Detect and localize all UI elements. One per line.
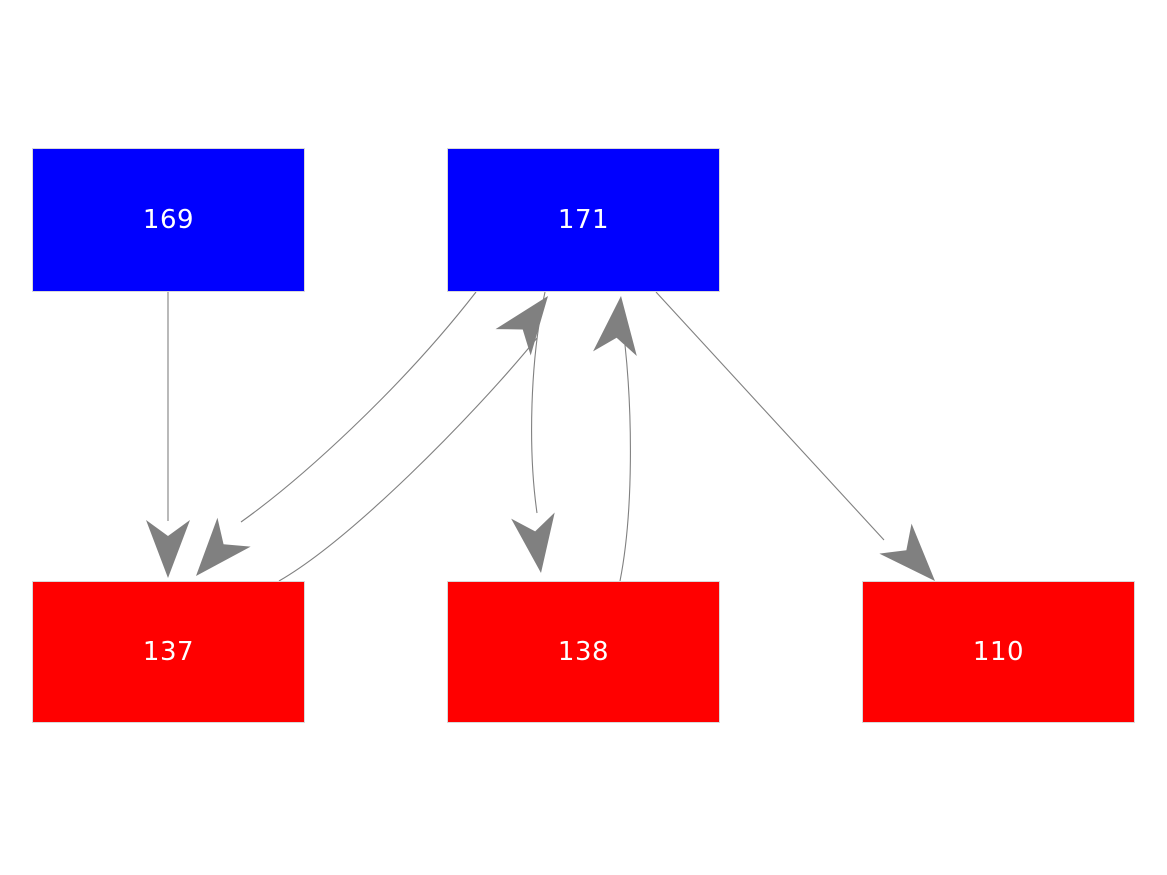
arrowhead-icon bbox=[511, 512, 555, 573]
arrowhead-icon bbox=[593, 296, 637, 356]
graph-node-138[interactable]: 138 bbox=[447, 581, 720, 723]
node-label: 138 bbox=[557, 637, 610, 667]
graph-edge-171-to-138 bbox=[511, 291, 555, 573]
graph-edge-138-to-171 bbox=[593, 296, 637, 582]
arrowhead-icon bbox=[146, 520, 190, 578]
node-label: 110 bbox=[972, 637, 1025, 667]
edge-line bbox=[240, 291, 477, 523]
graph-edge-137-to-171 bbox=[278, 296, 548, 582]
node-label: 169 bbox=[142, 205, 195, 235]
arrowhead-icon bbox=[495, 296, 548, 356]
graph-edge-169-to-137 bbox=[146, 292, 190, 578]
edge-line bbox=[655, 291, 885, 541]
node-label: 137 bbox=[142, 637, 195, 667]
graph-node-137[interactable]: 137 bbox=[32, 581, 305, 723]
arrowhead-icon bbox=[196, 517, 251, 576]
graph-node-169[interactable]: 169 bbox=[32, 148, 305, 292]
node-label: 171 bbox=[557, 205, 610, 235]
arrowhead-icon bbox=[879, 523, 935, 581]
edge-line bbox=[278, 337, 538, 582]
edge-line bbox=[619, 344, 631, 582]
graph-edge-171-to-137 bbox=[196, 291, 477, 576]
graph-node-110[interactable]: 110 bbox=[862, 581, 1135, 723]
graph-node-171[interactable]: 171 bbox=[447, 148, 720, 292]
edge-line bbox=[531, 291, 546, 514]
graph-edge-171-to-110 bbox=[655, 291, 935, 581]
